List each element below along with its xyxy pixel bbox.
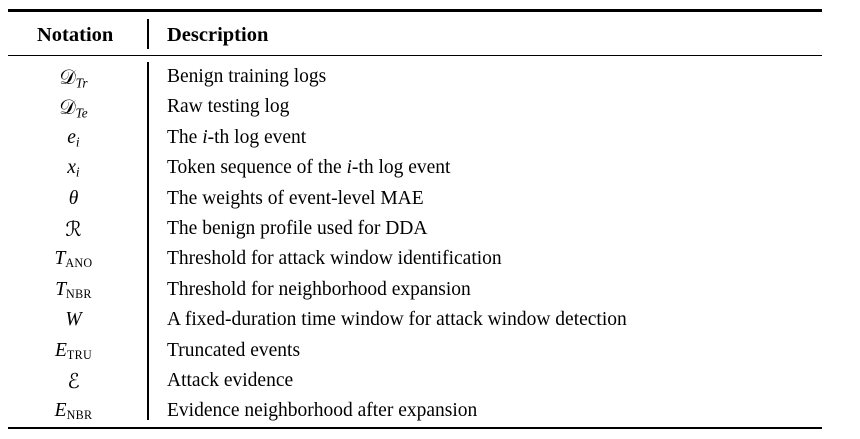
description-math-var: i xyxy=(202,126,208,148)
notation-subscript: Te xyxy=(75,106,88,122)
column-divider-header xyxy=(147,19,149,49)
description-text: -th log event xyxy=(351,157,451,179)
description-cell: Threshold for neighborhood expansion xyxy=(167,278,471,300)
description-cell: Benign training logs xyxy=(167,66,327,87)
table-row: TANO Threshold for attack window identifi… xyxy=(0,244,860,274)
column-header-description: Description xyxy=(167,24,269,46)
table-row: ℛ The benign profile used for DDA xyxy=(0,214,860,244)
notation-cell: W xyxy=(0,305,147,335)
notation-symbol: θ xyxy=(68,187,79,209)
notation-symbol: 𝒟 xyxy=(59,95,76,120)
description-cell: The weights of event-level MAE xyxy=(167,187,424,209)
notation-cell: 𝒟Te xyxy=(0,92,147,122)
notation-symbol: W xyxy=(65,309,82,331)
notation-cell: ei xyxy=(0,123,147,153)
table-row: ETRU Truncated events xyxy=(0,336,860,366)
notation-subscript: TRU xyxy=(66,347,92,362)
notation-subscript: NBR xyxy=(66,408,93,423)
notation-symbol: ℛ xyxy=(65,216,82,241)
description-cell: Attack evidence xyxy=(167,369,294,391)
notation-subscript: NBR xyxy=(66,286,92,301)
table-header-rule xyxy=(8,55,822,57)
notation-cell: ENBR xyxy=(0,396,147,426)
notation-subscript: ANO xyxy=(65,256,93,271)
notation-cell: xi xyxy=(0,153,147,183)
notation-symbol: E xyxy=(54,400,67,422)
table-top-rule xyxy=(8,9,822,12)
description-cell: A fixed-duration time window for attack … xyxy=(167,309,627,331)
column-divider-body xyxy=(147,62,149,420)
description-cell: Truncated events xyxy=(167,339,301,361)
notation-subscript: Tr xyxy=(75,75,88,91)
notation-symbol: e xyxy=(67,126,76,148)
notation-cell: ℛ xyxy=(0,214,147,244)
notation-subscript: i xyxy=(75,134,80,150)
description-cell: Evidence neighborhood after expansion xyxy=(167,400,478,422)
description-text: Token sequence of the xyxy=(167,157,347,179)
notation-cell: 𝒟Tr xyxy=(0,62,147,92)
description-cell: The benign profile used for DDA xyxy=(167,217,428,239)
description-cell: Raw testing log xyxy=(167,96,290,118)
notation-symbol: 𝒟 xyxy=(59,65,76,89)
table-row: 𝒟Te Raw testing log xyxy=(0,92,860,122)
notation-cell: ℰ xyxy=(0,366,147,396)
table-row: 𝒟Tr Benign training logs xyxy=(0,62,860,92)
notation-symbol: T xyxy=(55,278,67,300)
notation-cell: θ xyxy=(0,184,147,214)
description-text: The xyxy=(167,126,203,148)
notation-cell: TANO xyxy=(0,244,147,274)
column-header-notation: Notation xyxy=(37,24,114,46)
description-cell: Threshold for attack window identificati… xyxy=(167,248,502,270)
table-row: W A fixed-duration time window for attack… xyxy=(0,305,860,335)
description-text: -th log event xyxy=(207,126,307,148)
notation-symbol: E xyxy=(55,339,67,361)
description-cell: Token sequence of the i-th log event xyxy=(167,153,450,183)
notation-symbol: ℰ xyxy=(67,368,80,393)
notation-symbol: x xyxy=(67,157,76,179)
table-row: ENBR Evidence neighborhood after expansio… xyxy=(0,396,860,426)
table-row: θ The weights of event-level MAE xyxy=(0,184,860,214)
description-math-var: i xyxy=(346,157,352,179)
description-cell: The i-th log event xyxy=(167,123,306,153)
table-bottom-rule xyxy=(8,427,822,429)
table-header-row: Notation Description xyxy=(0,19,860,51)
notation-subscript: i xyxy=(75,164,80,180)
notation-cell: ETRU xyxy=(0,336,147,366)
notation-cell: TNBR xyxy=(0,275,147,305)
table-row: ℰ Attack evidence xyxy=(0,366,860,396)
table-row: TNBR Threshold for neighborhood expansion xyxy=(0,275,860,305)
notation-symbol: T xyxy=(54,248,66,270)
